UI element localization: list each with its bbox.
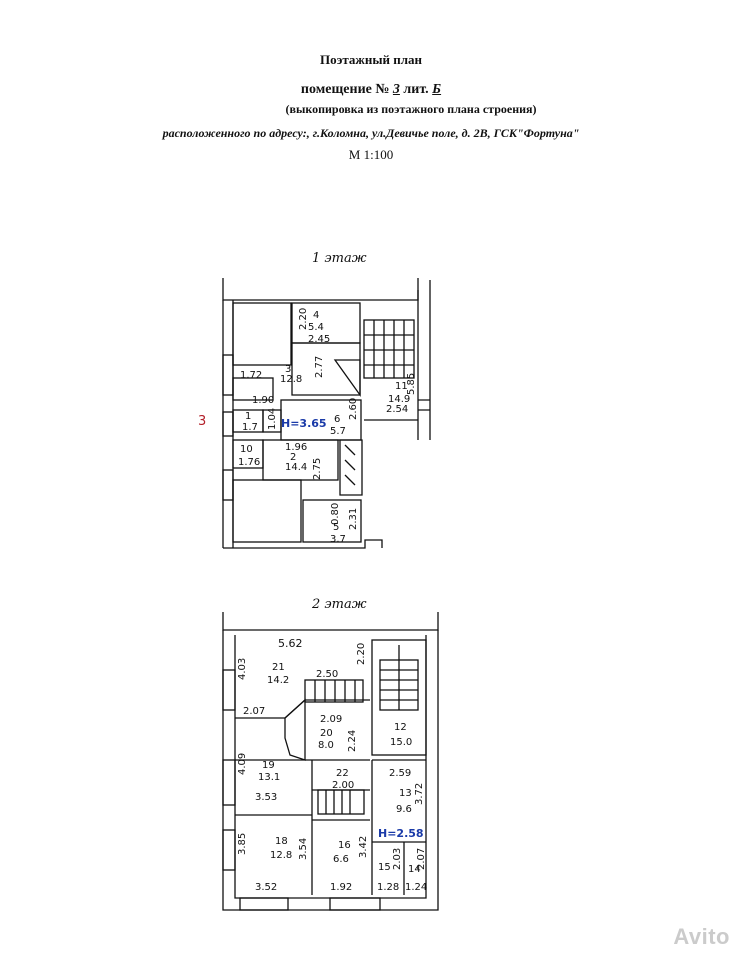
f1-room10-num: 10 xyxy=(240,444,253,455)
floor1-heading: 1 этаж xyxy=(312,251,367,266)
plan-title: Поэтажный план xyxy=(319,52,422,67)
f1-room4-num: 4 xyxy=(313,310,319,321)
f2-dim-259: 2.59 xyxy=(389,768,411,779)
f1-room1-area: 1.7 xyxy=(242,422,258,433)
plan-scale: М 1:100 xyxy=(348,147,394,162)
f2-room19-area: 13.1 xyxy=(258,772,280,783)
f1-room5-area: 3.7 xyxy=(330,534,346,545)
f2-dim-207: 2.07 xyxy=(243,706,265,717)
f2-room15-num: 15 xyxy=(378,862,391,873)
plan-subtitle: (выкопировка из поэтажного плана строени… xyxy=(285,102,537,116)
floor2-heading: 2 этаж xyxy=(311,597,367,612)
f2-dim-352: 3.52 xyxy=(255,882,277,893)
f1-room4-area: 5.4 xyxy=(308,322,324,333)
f2-room13-num: 13 xyxy=(399,788,412,799)
f2-room19-num: 19 xyxy=(262,760,275,771)
f2-dim-220: 2.20 xyxy=(356,643,367,665)
f1-dim-176: 1.76 xyxy=(238,457,260,468)
floor1-marker: 3 xyxy=(198,414,206,429)
f2-dim-342: 3.42 xyxy=(358,836,369,858)
f2-dim-224: 2.24 xyxy=(347,730,358,752)
f1-room6-area: 5.7 xyxy=(330,426,346,437)
f1-dim-231: 2.31 xyxy=(348,508,359,530)
f1-room5-num: 5 xyxy=(333,522,339,533)
f1-room2-num: 2 xyxy=(290,452,296,463)
f2-room20-num: 20 xyxy=(320,728,333,739)
f2-room21-area: 14.2 xyxy=(267,675,289,686)
f2-room12-num: 12 xyxy=(394,722,407,733)
f1-room6-num: 6 xyxy=(334,414,340,425)
floor2-height-label: Н=2.58 xyxy=(378,827,424,840)
f2-dim-372: 3.72 xyxy=(414,783,425,805)
f1-dim-254: 2.54 xyxy=(386,404,408,415)
f2-room16-area: 6.6 xyxy=(333,854,349,865)
floor2-plan xyxy=(222,612,439,911)
f1-dim-245: 2.45 xyxy=(308,334,330,345)
f1-dim-104: 1.04 xyxy=(267,408,278,430)
f2-room12-area: 15.0 xyxy=(390,737,412,748)
f1-dim-275: 2.75 xyxy=(312,458,323,480)
f2-dim-403: 4.03 xyxy=(237,658,248,680)
f2-dim-192: 1.92 xyxy=(330,882,352,893)
f2-dim-203: 2.03 xyxy=(392,848,403,870)
f2-dim-409: 4.09 xyxy=(237,753,248,775)
f1-room2-area: 14.4 xyxy=(285,462,307,473)
f2-room14-num: 14 xyxy=(408,864,421,875)
f1-room11-num: 11 xyxy=(395,381,408,392)
premises-line: помещение № 3 лит. Б xyxy=(0,82,742,98)
floor1-plan xyxy=(222,278,431,549)
f1-room11-area: 14.9 xyxy=(388,394,410,405)
f2-dim-200: 2.00 xyxy=(332,780,354,791)
f1-dim-220: 2.20 xyxy=(298,308,309,330)
f2-room21-num: 21 xyxy=(272,662,285,673)
f1-room1-num: 1 xyxy=(245,411,251,422)
plan-address: расположенного по адресу:, г.Коломна, ул… xyxy=(162,126,580,140)
premises-prefix: помещение № xyxy=(300,82,390,97)
f2-dim-562: 5.62 xyxy=(278,637,303,650)
f2-dim-128: 1.28 xyxy=(377,882,399,893)
f2-dim-250: 2.50 xyxy=(316,669,338,680)
f2-dim-124: 1.24 xyxy=(405,882,427,893)
f2-dim-353: 3.53 xyxy=(255,792,277,803)
premises-number: 3 xyxy=(392,82,400,97)
floor1-height-label: Н=3.65 xyxy=(281,417,327,430)
f1-room3-num: 3 xyxy=(285,364,291,375)
f1-dim-190: 1.90 xyxy=(252,395,274,406)
f1-dim-585: 5.85 xyxy=(406,373,417,395)
f1-dim-172: 1.72 xyxy=(240,370,262,381)
f2-room13-area: 9.6 xyxy=(396,804,412,815)
f2-room18-area: 12.8 xyxy=(270,850,292,861)
f2-room16-num: 16 xyxy=(338,840,351,851)
f2-dim-354: 3.54 xyxy=(298,838,309,860)
lit-prefix: лит. xyxy=(403,82,429,97)
avito-watermark: Avito xyxy=(673,924,730,949)
f2-room20-area: 8.0 xyxy=(318,740,334,751)
f2-dim-209: 2.09 xyxy=(320,714,342,725)
lit-value: Б xyxy=(432,82,442,97)
f2-dim-385: 3.85 xyxy=(237,833,248,855)
f1-dim-080: 0.80 xyxy=(330,503,341,525)
f2-dim-207b: 2.07 xyxy=(416,848,427,870)
f1-dim-196: 1.96 xyxy=(285,442,307,453)
f2-room18-num: 18 xyxy=(275,836,288,847)
f1-dim-277: 2.77 xyxy=(314,356,325,378)
f1-dim-260: 2.60 xyxy=(348,398,359,420)
f1-room3-area: 12.8 xyxy=(280,374,302,385)
f2-room22-num: 22 xyxy=(336,768,349,779)
